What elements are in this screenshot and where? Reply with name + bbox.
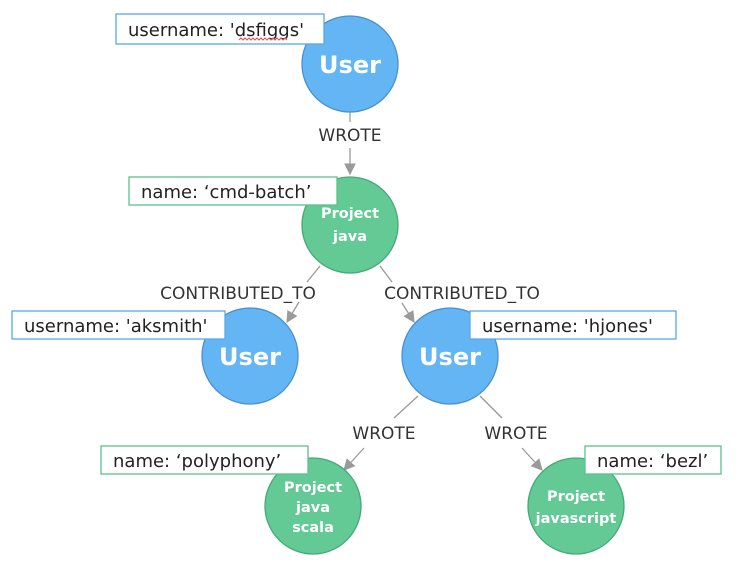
property-box-hjones: username: 'hjones' <box>469 310 677 340</box>
property-text: username: 'aksmith' <box>24 316 208 337</box>
property-box-frame <box>469 310 677 340</box>
node-label: User <box>219 343 281 371</box>
edge-label-wrote: WROTE <box>318 126 381 146</box>
node-label: User <box>419 343 481 371</box>
edge-line <box>401 302 415 323</box>
edge-line <box>343 447 365 471</box>
edge-line <box>521 447 543 471</box>
property-box-cmd-batch: name: ‘cmd-batch’ <box>128 176 338 206</box>
property-text: name: ‘cmd-batch’ <box>141 182 311 203</box>
edge-line <box>393 395 419 419</box>
project-node-circle <box>527 457 625 555</box>
property-box-dsfiggs: username: 'dsfiggs' <box>115 13 325 45</box>
edge-cmd-batch-contributed-to-hjones: CONTRIBUTED_TO <box>379 265 540 323</box>
edge-line <box>479 395 503 419</box>
node-label: Project <box>547 489 605 505</box>
edge-line <box>379 265 393 283</box>
user-node-circle <box>301 15 399 113</box>
edge-cmd-batch-contributed-to-aksmith: CONTRIBUTED_TO <box>160 265 321 324</box>
property-box-frame <box>100 445 309 475</box>
node-label: Project <box>284 480 342 496</box>
node-label: User <box>319 51 381 79</box>
node-label: java <box>332 229 367 245</box>
property-box-frame <box>115 13 325 45</box>
edge-dsfiggs-wrote-cmd-batch: WROTE <box>318 112 382 176</box>
edge-label-contributed-to: CONTRIBUTED_TO <box>384 284 540 304</box>
node-project-polyphony[interactable]: Project java scala <box>264 457 362 555</box>
edge-hjones-wrote-polyphony: WROTE <box>343 395 419 471</box>
node-user-aksmith[interactable]: User <box>201 307 299 405</box>
property-box-bezl: name: ‘bezl’ <box>584 445 722 475</box>
property-box-aksmith: username: 'aksmith' <box>11 310 226 340</box>
property-text: username: 'dsfiggs' <box>128 20 304 41</box>
project-node-circle <box>264 457 362 555</box>
property-box-frame <box>128 176 338 206</box>
property-text: name: ‘polyphony’ <box>113 451 281 472</box>
property-box-frame <box>11 310 226 340</box>
edge-line <box>306 265 321 283</box>
node-label: Project <box>321 206 379 222</box>
property-box-frame <box>584 445 722 475</box>
property-text: username: 'hjones' <box>482 316 653 337</box>
node-label: javascript <box>535 511 617 527</box>
node-label: java <box>295 500 330 516</box>
edge-label-contributed-to: CONTRIBUTED_TO <box>160 284 316 304</box>
property-text: name: ‘bezl’ <box>597 451 708 472</box>
property-box-polyphony: name: ‘polyphony’ <box>100 445 309 475</box>
user-node-circle <box>201 307 299 405</box>
node-user-dsfiggs[interactable]: User <box>301 15 399 113</box>
edge-hjones-wrote-bezl: WROTE <box>479 395 548 471</box>
edge-label-wrote: WROTE <box>352 424 415 444</box>
spellcheck-underline <box>238 37 288 41</box>
node-label: scala <box>292 520 334 536</box>
node-project-bezl[interactable]: Project javascript <box>527 457 625 555</box>
edge-line <box>286 301 300 324</box>
edge-label-wrote: WROTE <box>484 424 547 444</box>
